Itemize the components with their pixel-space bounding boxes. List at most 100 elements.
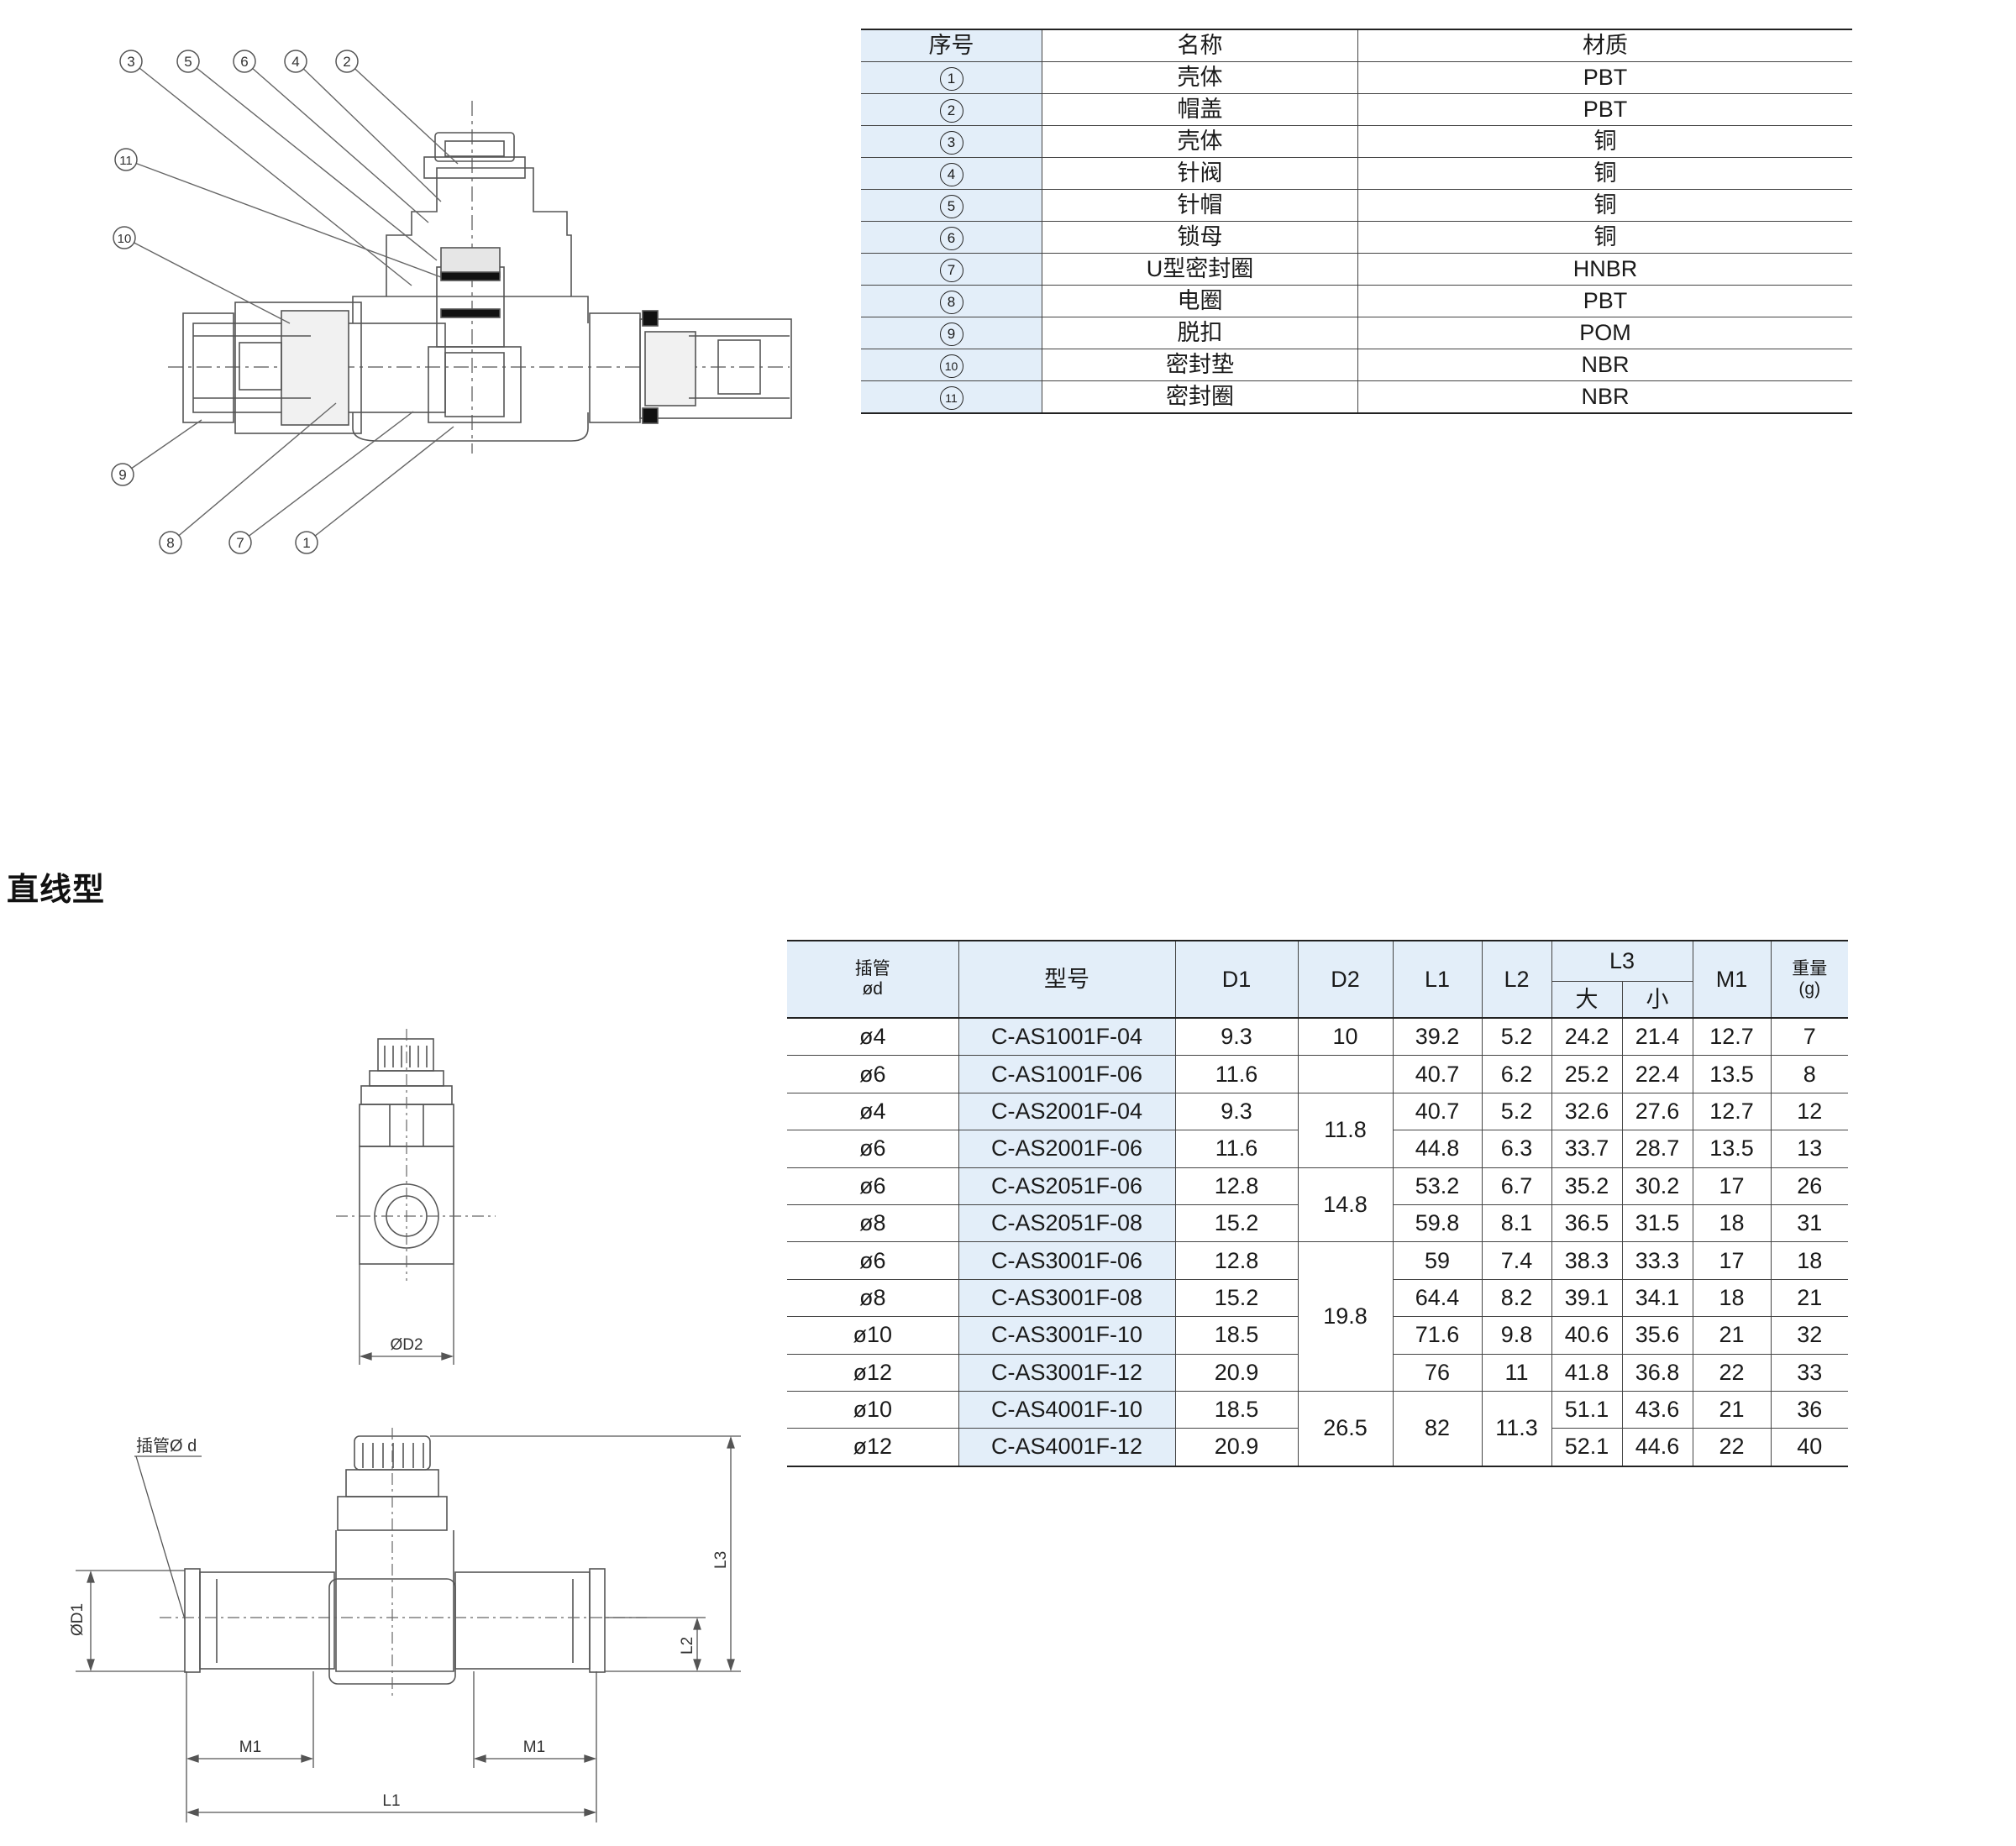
header-name: 名称 (1042, 29, 1358, 62)
callout-8-icon: 8 (159, 531, 182, 554)
l1-cell: 59.8 (1392, 1204, 1483, 1243)
l2-cell: 6.2 (1481, 1055, 1552, 1093)
d1-cell: 20.9 (1174, 1428, 1299, 1467)
tube-size-cell: ø10 (787, 1390, 959, 1429)
l3-small-cell: 43.6 (1621, 1390, 1693, 1429)
part-number-cell: 9 (861, 317, 1042, 349)
l2-cell: 5.2 (1481, 1017, 1552, 1057)
l2-cell: 8.1 (1481, 1204, 1552, 1243)
d1-cell: 15.2 (1174, 1278, 1299, 1318)
part-material-cell: 铜 (1357, 189, 1852, 222)
weight-cell: 26 (1770, 1167, 1848, 1205)
part-number-circle-icon: 7 (939, 259, 963, 282)
l2-cell: 11 (1481, 1353, 1552, 1392)
weight-cell: 40 (1770, 1428, 1848, 1467)
weight-cell: 36 (1770, 1390, 1848, 1429)
part-number-cell: 3 (861, 125, 1042, 158)
callout-1-label: 1 (302, 535, 310, 551)
l3-small-cell: 21.4 (1621, 1017, 1693, 1057)
l1-cell: 59 (1392, 1241, 1483, 1280)
callout-2-label: 2 (343, 54, 350, 70)
m1-cell: 21 (1692, 1316, 1772, 1355)
model-cell: C-AS3001F-08 (958, 1278, 1176, 1318)
spec-header-row-2: 大 小 (787, 981, 1848, 1019)
weight-cell: 31 (1770, 1204, 1848, 1243)
header-l3: L3 (1551, 940, 1693, 982)
d1-cell: 18.5 (1174, 1390, 1299, 1429)
l1-cell: 71.6 (1392, 1316, 1483, 1355)
part-name-cell: 帽盖 (1042, 93, 1358, 126)
tube-size-cell: ø12 (787, 1428, 959, 1467)
callout-5-label: 5 (184, 54, 192, 70)
l3-small-cell: 44.6 (1621, 1428, 1693, 1467)
weight-cell: 32 (1770, 1316, 1848, 1355)
m1-cell: 13.5 (1692, 1055, 1772, 1093)
callout-8-label: 8 (166, 535, 174, 551)
header-l3-big: 大 (1551, 981, 1623, 1019)
part-name-cell: 壳体 (1042, 125, 1358, 158)
tube-size-cell: ø4 (787, 1017, 959, 1057)
model-cell: C-AS2051F-06 (958, 1167, 1176, 1205)
weight-cell: 18 (1770, 1241, 1848, 1280)
d1-cell: 12.8 (1174, 1241, 1299, 1280)
tube-size-cell: ø10 (787, 1316, 959, 1355)
part-number-circle-icon: 2 (939, 99, 963, 123)
l3-small-cell: 36.8 (1621, 1353, 1693, 1392)
l3-big-cell: 51.1 (1551, 1390, 1623, 1429)
l3-big-cell: 36.5 (1551, 1204, 1623, 1243)
l1-cell: 40.7 (1392, 1092, 1483, 1131)
tube-size-cell: ø6 (787, 1167, 959, 1205)
callout-11-icon: 11 (114, 148, 138, 171)
l1-cell: 44.8 (1392, 1130, 1483, 1168)
model-cell: C-AS4001F-12 (958, 1428, 1176, 1467)
part-number-cell: 1 (861, 61, 1042, 94)
d1-cell: 15.2 (1174, 1204, 1299, 1243)
part-material-cell: NBR (1357, 380, 1852, 414)
m1-cell: 17 (1692, 1167, 1772, 1205)
header-model: 型号 (958, 940, 1176, 1019)
l1-cell: 82 (1392, 1390, 1483, 1467)
l3-big-cell: 52.1 (1551, 1428, 1623, 1467)
l3-big-cell: 41.8 (1551, 1353, 1623, 1392)
d1-cell: 11.6 (1174, 1130, 1299, 1168)
l3-big-cell: 33.7 (1551, 1130, 1623, 1168)
weight-cell: 33 (1770, 1353, 1848, 1392)
part-name-cell: 壳体 (1042, 61, 1358, 94)
part-number-circle-icon: 1 (939, 67, 963, 91)
dim-l1-label: L1 (382, 1792, 400, 1810)
weight-cell: 21 (1770, 1278, 1848, 1318)
tube-size-cell: ø12 (787, 1353, 959, 1392)
spec-header-row-1: 插管 ød 型号 D1 D2 L1 L2 L3 M1 重量 (g) (787, 940, 1848, 1019)
front-view-drawing: ØD2 (336, 1029, 496, 1365)
m1-cell: 21 (1692, 1390, 1772, 1429)
part-name-cell: 锁母 (1042, 221, 1358, 254)
callout-10-icon: 10 (113, 226, 136, 249)
part-number-circle-icon: 11 (939, 386, 963, 410)
header-d1: D1 (1174, 940, 1299, 1019)
d1-cell: 9.3 (1174, 1092, 1299, 1131)
m1-cell: 18 (1692, 1204, 1772, 1243)
part-number-cell: 5 (861, 189, 1042, 222)
m1-cell: 12.7 (1692, 1017, 1772, 1057)
l3-small-cell: 27.6 (1621, 1092, 1693, 1131)
dim-m1-left-label: M1 (239, 1738, 261, 1756)
model-cell: C-AS4001F-10 (958, 1390, 1176, 1429)
d2-cell: 14.8 (1297, 1167, 1394, 1243)
dim-l3-label: L3 (712, 1551, 730, 1569)
header-tube-label: 插管 (854, 958, 890, 978)
model-cell: C-AS2051F-08 (958, 1204, 1176, 1243)
part-name-cell: U型密封圈 (1042, 253, 1358, 286)
header-weight-label: 重量 (1792, 958, 1828, 978)
weight-cell: 12 (1770, 1092, 1848, 1131)
